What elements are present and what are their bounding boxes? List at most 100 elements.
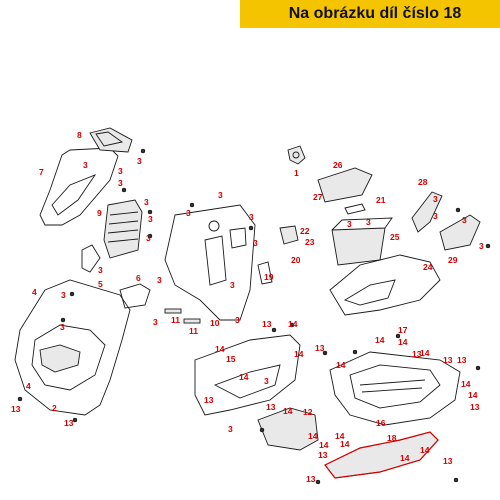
callout-3: 3: [433, 194, 438, 204]
floorboard: [329, 351, 461, 426]
callout-3: 3: [186, 208, 191, 218]
callout-3: 3: [264, 376, 269, 386]
callout-3: 3: [479, 241, 484, 251]
callout-3: 3: [148, 214, 153, 224]
callout-15: 15: [226, 354, 236, 364]
callout-3: 3: [60, 322, 65, 332]
callout-3: 3: [347, 219, 352, 229]
callout-11: 11: [189, 326, 198, 336]
callout-29: 29: [448, 255, 458, 265]
callout-3: 3: [235, 315, 240, 325]
callout-12: 12: [303, 407, 313, 417]
callout-14: 14: [288, 319, 298, 329]
callout-3: 3: [249, 212, 254, 222]
small-strips: [164, 308, 201, 324]
callout-3: 3: [366, 217, 371, 227]
callout-22: 22: [300, 226, 310, 236]
callout-3: 3: [228, 424, 233, 434]
callout-20: 20: [291, 255, 301, 265]
callout-27: 27: [313, 192, 323, 202]
callout-19: 19: [264, 272, 274, 282]
callout-24: 24: [423, 262, 433, 272]
callout-14: 14: [335, 431, 345, 441]
front-grille: [103, 199, 143, 259]
callout-13: 13: [470, 402, 480, 412]
callout-14: 14: [283, 406, 293, 416]
callout-14: 14: [308, 431, 318, 441]
small-bracket: [279, 225, 299, 245]
callout-3: 3: [118, 166, 123, 176]
callout-3: 3: [433, 211, 438, 221]
callout-1: 1: [294, 168, 299, 178]
callout-4: 4: [26, 381, 31, 391]
front-leg-shield: [14, 244, 151, 416]
lower-cover: [257, 407, 319, 451]
ignition-switch: [287, 145, 306, 165]
callout-28: 28: [418, 177, 428, 187]
callout-14: 14: [420, 348, 430, 358]
callout-4: 4: [32, 287, 37, 297]
callout-7: 7: [39, 167, 44, 177]
callout-3: 3: [61, 290, 66, 300]
callout-13: 13: [11, 404, 21, 414]
callout-14: 14: [239, 372, 249, 382]
callout-14: 14: [375, 335, 385, 345]
callout-3: 3: [157, 275, 162, 285]
callout-10: 10: [210, 318, 220, 328]
callout-14: 14: [400, 453, 410, 463]
callout-3: 3: [462, 215, 467, 225]
callout-17: 17: [398, 325, 408, 335]
callout-3: 3: [137, 156, 142, 166]
floor-side-cover: [194, 334, 301, 416]
callout-3: 3: [218, 190, 223, 200]
callout-3: 3: [153, 317, 158, 327]
callout-14: 14: [336, 360, 346, 370]
callout-3: 3: [144, 197, 149, 207]
callout-13: 13: [318, 450, 328, 460]
callout-14: 14: [215, 344, 225, 354]
side-panel-right: [411, 191, 481, 251]
callout-3: 3: [146, 233, 151, 243]
callout-13: 13: [443, 355, 453, 365]
callout-2: 2: [52, 403, 57, 413]
lower-skirt-part-18: [324, 431, 439, 479]
callout-23: 23: [305, 237, 315, 247]
callout-13: 13: [266, 402, 276, 412]
callout-13: 13: [64, 418, 74, 428]
callout-8: 8: [77, 130, 82, 140]
callout-14: 14: [340, 439, 350, 449]
callout-9: 9: [97, 208, 102, 218]
callout-11: 11: [171, 315, 180, 325]
callout-14: 14: [420, 445, 430, 455]
callout-25: 25: [390, 232, 400, 242]
callout-13: 13: [443, 456, 453, 466]
callout-14: 14: [461, 379, 471, 389]
callout-26: 26: [333, 160, 343, 170]
screws: [17, 148, 491, 485]
callout-18: 18: [387, 433, 397, 443]
callout-3: 3: [98, 265, 103, 275]
callout-3: 3: [118, 178, 123, 188]
callout-3: 3: [253, 238, 258, 248]
callout-16: 16: [376, 418, 386, 428]
rear-frame-cover: [329, 254, 441, 316]
callout-6: 6: [136, 273, 141, 283]
callout-14: 14: [319, 440, 329, 450]
callout-13: 13: [262, 319, 272, 329]
callout-13: 13: [315, 343, 325, 353]
callout-labels: 1 2 3 3 3 3 3 3 3 3 3 3 3 3 3 3 3 3 3 3 …: [11, 130, 484, 484]
front-upper-cover: [39, 127, 133, 226]
callout-14: 14: [398, 337, 408, 347]
callout-13: 13: [412, 349, 422, 359]
small-plate: [257, 261, 273, 285]
callout-14: 14: [294, 349, 304, 359]
callout-13: 13: [204, 395, 214, 405]
callout-3: 3: [83, 160, 88, 170]
part-number-banner: Na obrázku díl číslo 18: [240, 0, 500, 28]
callout-13: 13: [457, 355, 467, 365]
callout-5: 5: [98, 279, 103, 289]
storage-lid: [317, 167, 373, 215]
inner-leg-panel: [164, 204, 256, 321]
